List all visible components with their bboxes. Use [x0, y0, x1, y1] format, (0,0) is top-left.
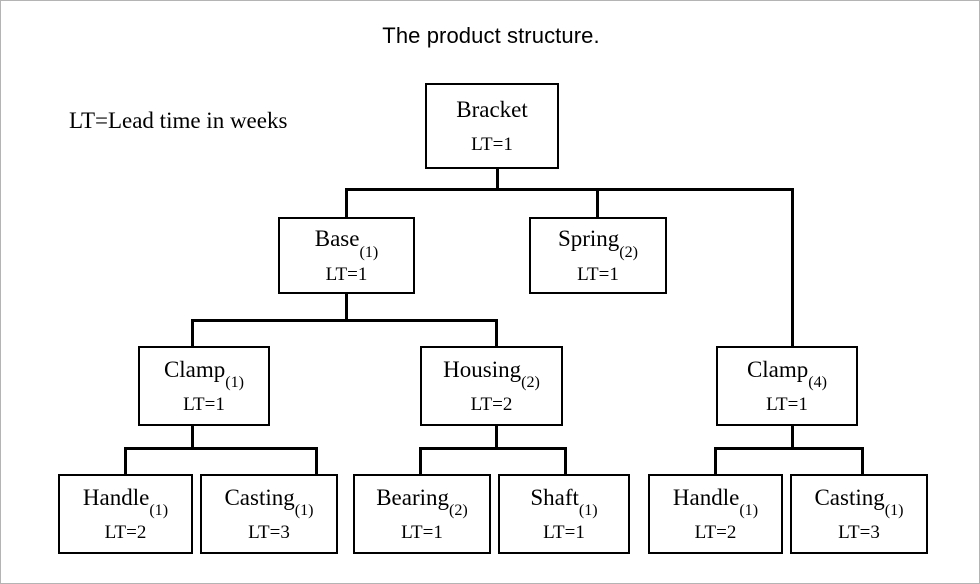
edge-clamp-left-stem [191, 425, 194, 449]
node-casting-left-lt: LT=3 [248, 522, 290, 544]
node-bracket-lt: LT=1 [471, 134, 513, 156]
edge-base-bus [191, 319, 498, 322]
node-shaft-lt: LT=1 [543, 522, 585, 544]
node-spring-lt: LT=1 [577, 263, 619, 285]
node-clamp-left[interactable]: Clamp(1) LT=1 [138, 346, 270, 426]
node-bearing[interactable]: Bearing(2) LT=1 [353, 474, 491, 554]
edge-housing-to-shaft [564, 447, 567, 476]
node-bearing-lt: LT=1 [401, 522, 443, 544]
node-spring[interactable]: Spring(2) LT=1 [529, 217, 667, 294]
edge-clamp-right-bus [714, 447, 864, 450]
node-clamp-left-name: Clamp(1) [163, 356, 245, 392]
node-housing-name: Housing(2) [443, 356, 540, 392]
node-casting-right-lt: LT=3 [838, 522, 880, 544]
edge-bracket-to-spring [596, 188, 599, 220]
node-clamp-right[interactable]: Clamp(4) LT=1 [716, 346, 858, 426]
legend-lead-time: LT=Lead time in weeks [69, 108, 288, 133]
edge-base-stem [345, 292, 348, 320]
node-casting-left[interactable]: Casting(1) LT=3 [200, 474, 338, 554]
node-shaft[interactable]: Shaft(1) LT=1 [498, 474, 630, 554]
node-shaft-name: Shaft(1) [530, 484, 598, 520]
node-housing-lt: LT=2 [470, 394, 513, 416]
edge-clamp-left-to-casting [315, 447, 318, 476]
edge-clamp-right-to-casting [861, 447, 864, 476]
edge-clamp-right-stem [791, 425, 794, 449]
node-clamp-right-lt: LT=1 [766, 394, 808, 416]
page-title: The product structure. [382, 23, 600, 48]
edge-housing-to-bearing [419, 447, 422, 476]
node-casting-right-name: Casting(1) [814, 484, 904, 520]
node-casting-left-name: Casting(1) [224, 484, 314, 520]
node-base-name: Base(1) [314, 226, 379, 261]
edge-bracket-bus [345, 188, 794, 191]
edge-housing-stem [495, 425, 498, 449]
node-handle-left-name: Handle(1) [82, 484, 169, 520]
node-bracket-name: Bracket [456, 96, 528, 122]
node-base[interactable]: Base(1) LT=1 [278, 217, 415, 294]
edge-bracket-to-clamp-right [791, 188, 794, 348]
node-handle-right-lt: LT=2 [694, 522, 737, 544]
node-handle-left-lt: LT=2 [104, 522, 147, 544]
edge-bracket-stem [496, 167, 499, 191]
node-bracket[interactable]: Bracket LT=1 [425, 83, 559, 169]
edge-clamp-left-bus [124, 447, 318, 450]
edge-bracket-to-base [345, 188, 348, 220]
edge-clamp-left-to-handle [124, 447, 127, 476]
edge-housing-bus [419, 447, 567, 450]
node-handle-left[interactable]: Handle(1) LT=2 [58, 474, 193, 554]
node-handle-right[interactable]: Handle(1) LT=2 [648, 474, 783, 554]
node-bearing-name: Bearing(2) [376, 484, 468, 520]
edge-clamp-right-to-handle [714, 447, 717, 476]
node-clamp-right-name: Clamp(4) [746, 356, 828, 392]
node-clamp-left-lt: LT=1 [183, 394, 225, 416]
edge-base-to-clamp-left [191, 319, 194, 348]
node-handle-right-name: Handle(1) [672, 484, 759, 520]
node-spring-name: Spring(2) [557, 226, 639, 261]
node-housing[interactable]: Housing(2) LT=2 [420, 346, 563, 426]
node-base-lt: LT=1 [325, 263, 368, 285]
edge-base-to-housing [495, 319, 498, 348]
node-casting-right[interactable]: Casting(1) LT=3 [790, 474, 928, 554]
